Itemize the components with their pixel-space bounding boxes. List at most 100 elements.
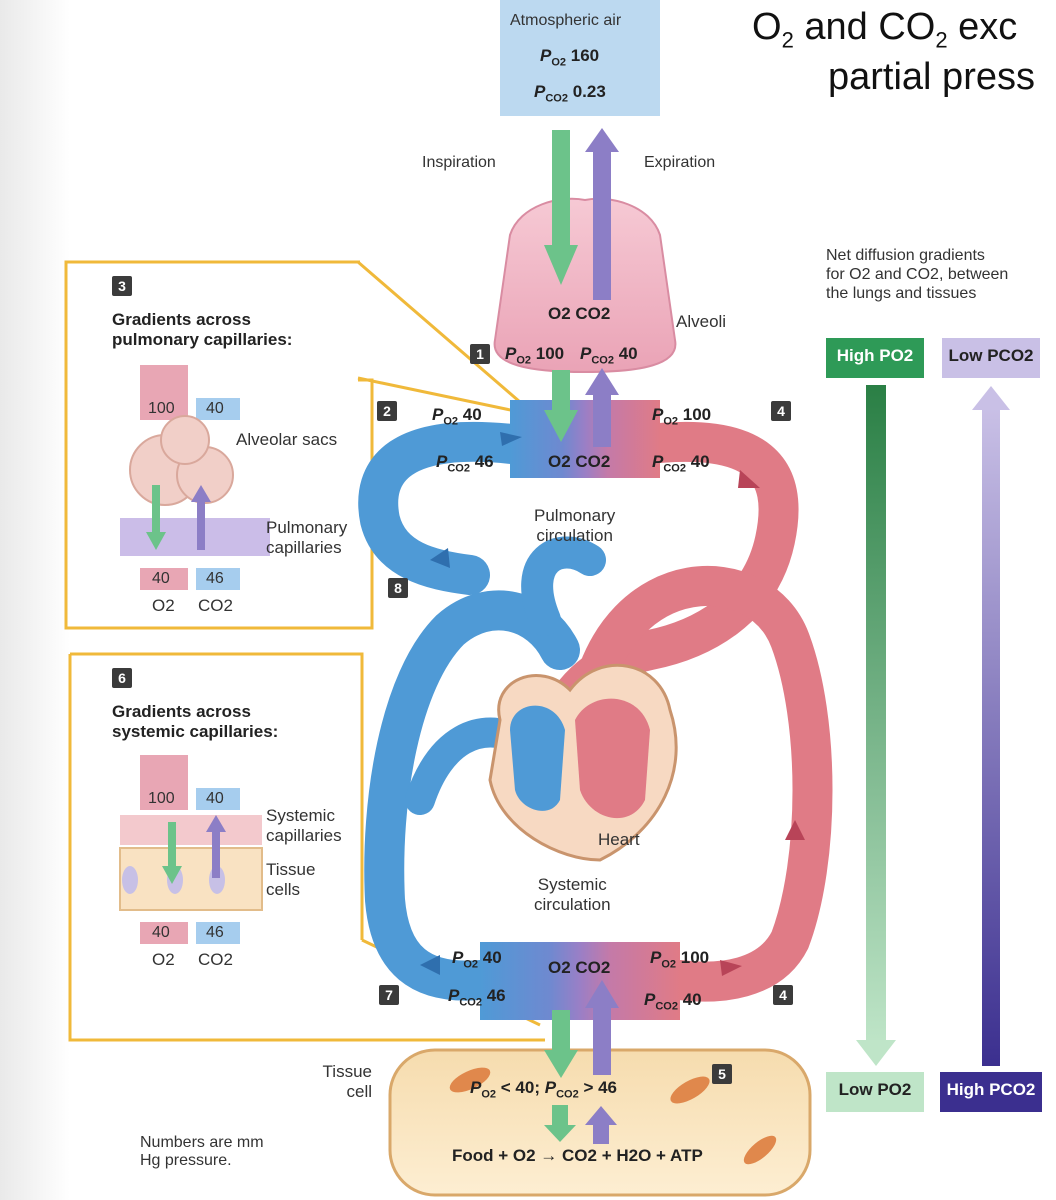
- box6-bottom-o2-value: 40: [152, 924, 170, 941]
- heart-label: Heart: [598, 830, 640, 849]
- box3-o2-arrow-shaft: [152, 485, 160, 535]
- sys-left-pco2: PCO2 46: [448, 986, 506, 1009]
- alveolar-sac-3: [160, 415, 210, 465]
- step-2-badge: 2: [377, 401, 397, 421]
- box3-bottom-o2-value: 40: [152, 570, 170, 587]
- box3-o2-label: O2: [152, 596, 175, 615]
- box6-top-co2-bar: [196, 788, 240, 810]
- box6-bottom-co2-bar: [196, 922, 240, 944]
- cell-o2-arrow-head: [544, 1125, 576, 1142]
- cell-o2-arrow-shaft: [552, 1105, 568, 1127]
- box3-pointer-bottom: [357, 376, 521, 414]
- high-po2-box: [826, 338, 924, 378]
- tissue-condition: PO2 < 40; PCO2 > 46: [470, 1078, 617, 1101]
- tissue-o2-arrow-shaft: [552, 1010, 570, 1055]
- high-po2-label: High PO2: [836, 346, 914, 365]
- box3-top-o2-bar: [140, 365, 188, 420]
- box3-co2-label: CO2: [198, 596, 233, 615]
- box3-pointer-top: [357, 260, 521, 404]
- box3-bottom-co2-bar: [196, 568, 240, 590]
- aorta-tube: [570, 566, 833, 1002]
- box6-outline-bottom: [68, 654, 545, 1042]
- box3-o2-arrow-head: [146, 532, 166, 550]
- step-6-badge: 6: [112, 668, 132, 688]
- expiration-label: Expiration: [644, 154, 716, 171]
- pco2-gradient-shaft: [982, 408, 1000, 1066]
- step-4-top-badge: 4: [771, 401, 791, 421]
- pulmonary-trunk: [521, 536, 606, 636]
- box6-top-o2-bar: [140, 755, 188, 810]
- step-7-badge: 7: [379, 985, 399, 1005]
- po2-gradient-head: [856, 1040, 896, 1066]
- heart-right-side: [510, 705, 565, 811]
- tissue-co2-arrow-shaft: [593, 1005, 611, 1075]
- alveoli-co2-arrow-shaft: [593, 392, 611, 447]
- step-8-badge: 8: [388, 578, 408, 598]
- title-line-2: partial press: [828, 56, 1035, 98]
- atm-po2: PO2 160: [540, 46, 600, 69]
- mitochondrion-1: [449, 1067, 491, 1093]
- alveoli-o2-arrow-shaft: [552, 370, 570, 410]
- low-po2-label: Low PO2: [838, 1080, 912, 1099]
- box6-o2-label: O2: [152, 950, 175, 969]
- box3-co2-arrow-shaft: [197, 500, 205, 550]
- flow-arrow-5: [420, 955, 440, 975]
- box3-bottom-co2-value: 46: [206, 570, 224, 587]
- box6-outline-top: [70, 652, 364, 940]
- box3-bottom-o2-bar: [140, 568, 188, 590]
- left-edge-shade: [0, 0, 70, 1200]
- tissue-co2-arrow-head: [585, 980, 619, 1008]
- box6-o2-arrow-head: [162, 866, 182, 884]
- cell-co2-arrow-shaft: [593, 1122, 609, 1144]
- atm-pco2: PCO2 0.23: [534, 82, 606, 105]
- pco2-gradient-head: [972, 386, 1010, 410]
- flow-arrow-3: [430, 548, 450, 568]
- sys-right-pco2: PCO2 40: [644, 990, 702, 1013]
- tissue-o2-arrow-head: [544, 1050, 578, 1078]
- box6-bottom-o2-bar: [140, 922, 188, 944]
- high-pco2-label: High PCO2: [946, 1080, 1036, 1099]
- box6-nucleus-1: [122, 866, 138, 894]
- alveoli-label: Alveoli: [676, 312, 727, 331]
- box6-co2-arrow-shaft: [212, 830, 220, 878]
- box6-top-co2-value: 40: [206, 790, 224, 807]
- flow-arrow-4: [785, 820, 805, 840]
- alveoli-po2: PO2 100: [505, 344, 565, 367]
- step-3-badge: 3: [112, 276, 132, 296]
- box3-top-co2-value: 40: [206, 400, 224, 417]
- box3-top-o2-value: 100: [148, 400, 175, 417]
- pulm-left-po2: PO2 40: [432, 405, 482, 428]
- low-pco2-box: [942, 338, 1040, 378]
- systemic-capillary-bed: [480, 942, 680, 1020]
- box6-capillary-band: [120, 815, 262, 845]
- atmospheric-air-box: [500, 0, 660, 116]
- inspiration-arrow-head: [544, 245, 578, 285]
- flow-arrow-6: [720, 960, 742, 976]
- low-po2-box: [826, 1072, 924, 1112]
- expiration-arrow-head: [585, 128, 619, 152]
- high-pco2-box: [940, 1072, 1042, 1112]
- mitochondrion-3: [743, 1135, 777, 1165]
- box6-bottom-co2-value: 46: [206, 924, 224, 941]
- box6-co2-label: CO2: [198, 950, 233, 969]
- box6-top-o2-value: 100: [148, 790, 175, 807]
- title-line-1: O2 and CO2 exc: [752, 6, 1018, 53]
- mitochondrion-2: [670, 1076, 710, 1104]
- pulm-left-pco2: PCO2 46: [436, 452, 494, 475]
- pulm-right-po2: PO2 100: [652, 405, 712, 428]
- pulmonary-capillary-bed: [510, 400, 660, 478]
- po2-gradient-shaft: [866, 385, 886, 1045]
- pulm-center-gases: O2 CO2: [548, 452, 611, 471]
- heart-left-side: [575, 698, 650, 819]
- inspiration-arrow-shaft: [552, 130, 570, 245]
- atmospheric-air-label: Atmospheric air: [510, 12, 622, 29]
- expiration-arrow-shaft: [593, 150, 611, 300]
- vena-cava-tube: [364, 590, 580, 1001]
